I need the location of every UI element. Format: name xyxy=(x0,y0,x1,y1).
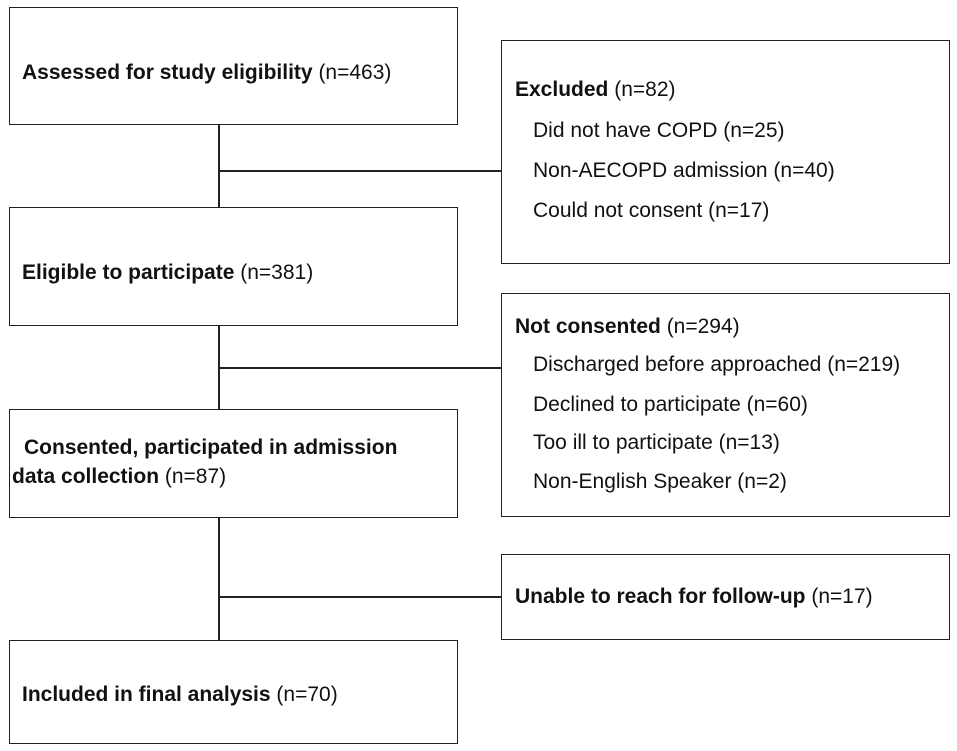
not-consented-count: (n=294) xyxy=(666,315,740,338)
box-final: Included in final analysis (n=70) xyxy=(9,640,458,744)
final-text: Included in final analysis (n=70) xyxy=(22,680,338,710)
not-consented-title: Not consented xyxy=(515,315,661,338)
connector-branch-not-consented xyxy=(218,367,502,369)
excluded-item: Did not have COPD (n=25) xyxy=(533,119,785,142)
consented-line2: data collection xyxy=(12,465,160,488)
connector-vertical-1 xyxy=(218,124,220,208)
consented-count: (n=87) xyxy=(164,465,227,488)
not-consented-item: Non-English Speaker (n=2) xyxy=(533,470,787,493)
eligible-title: Eligible to participate xyxy=(22,261,235,284)
unable-text: Unable to reach for follow-up (n=17) xyxy=(515,582,873,612)
assessed-text: Assessed for study eligibility (n=463) xyxy=(22,58,391,88)
box-eligible: Eligible to participate (n=381) xyxy=(9,207,458,326)
box-excluded: Excluded (n=82) Did not have COPD (n=25)… xyxy=(501,40,950,264)
consented-line2-wrap: data collection (n=87) xyxy=(12,462,226,492)
excluded-title: Excluded xyxy=(515,78,609,101)
unable-count: (n=17) xyxy=(811,585,873,608)
connector-vertical-3 xyxy=(218,517,220,641)
excluded-heading: Excluded (n=82) xyxy=(515,75,676,105)
box-consented: Consented, participated in admission dat… xyxy=(9,409,458,518)
not-consented-heading: Not consented (n=294) xyxy=(515,312,740,342)
excluded-item: Non-AECOPD admission (n=40) xyxy=(533,159,835,182)
final-count: (n=70) xyxy=(276,683,338,706)
connector-branch-unable xyxy=(218,596,502,598)
not-consented-item: Too ill to participate (n=13) xyxy=(533,431,780,454)
eligible-text: Eligible to participate (n=381) xyxy=(22,258,313,288)
excluded-count: (n=82) xyxy=(614,78,676,101)
consented-line1: Consented, participated in admission xyxy=(24,436,398,459)
box-unable-to-reach: Unable to reach for follow-up (n=17) xyxy=(501,554,950,640)
final-title: Included in final analysis xyxy=(22,683,271,706)
unable-title: Unable to reach for follow-up xyxy=(515,585,806,608)
not-consented-item: Declined to participate (n=60) xyxy=(533,393,808,416)
box-assessed: Assessed for study eligibility (n=463) xyxy=(9,7,458,125)
connector-branch-excluded xyxy=(218,170,502,172)
excluded-item: Could not consent (n=17) xyxy=(533,199,770,222)
assessed-title: Assessed for study eligibility xyxy=(22,61,313,84)
not-consented-item: Discharged before approached (n=219) xyxy=(533,353,901,376)
box-not-consented: Not consented (n=294) Discharged before … xyxy=(501,293,950,517)
eligible-count: (n=381) xyxy=(240,261,314,284)
assessed-count: (n=463) xyxy=(318,61,392,84)
